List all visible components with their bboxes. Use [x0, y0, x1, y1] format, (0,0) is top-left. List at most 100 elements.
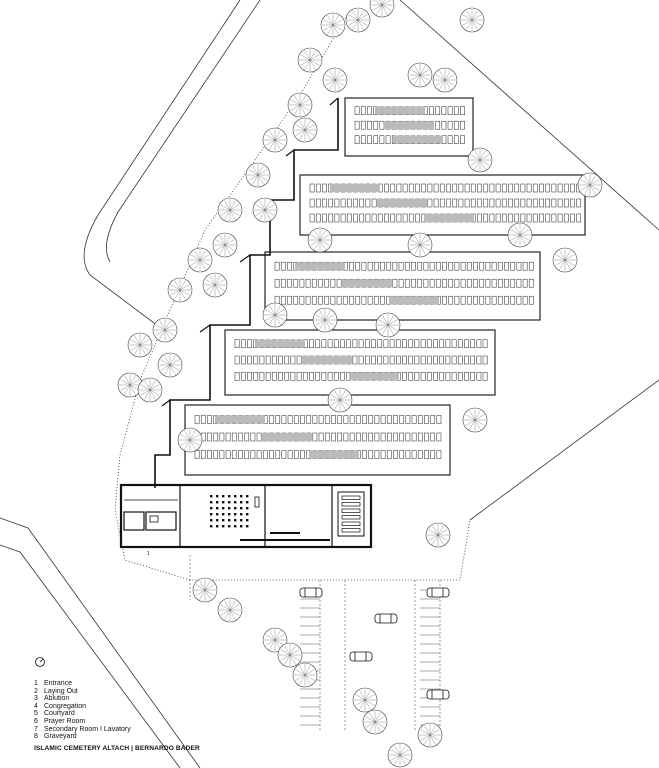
grave-plot [390, 213, 396, 223]
grave-plot [532, 213, 538, 223]
grave-plot [570, 183, 575, 193]
grave-plot [516, 295, 522, 305]
grave-plot [342, 295, 348, 305]
tree-branch [376, 4, 383, 15]
grave-plot [333, 339, 339, 348]
tree-branch [432, 525, 439, 536]
grave-plot [522, 295, 528, 305]
grave-plot [402, 355, 407, 365]
building-plan [119, 483, 373, 549]
grave-plot [238, 450, 243, 459]
tree-branch [466, 10, 473, 21]
tree-branch [190, 259, 201, 266]
grave-plot [489, 198, 495, 208]
tree-branch [304, 124, 315, 131]
grave-plot [408, 355, 414, 365]
tree-branch [332, 19, 343, 26]
tree-branch [334, 74, 345, 81]
seat [222, 525, 225, 528]
grave-plot [485, 278, 491, 288]
grave-plot [424, 450, 429, 459]
tree-branch [462, 19, 473, 26]
tree-branch [155, 329, 166, 336]
grave-plot [464, 339, 469, 348]
grave-plot [448, 295, 454, 305]
grave-plot [390, 183, 396, 193]
grave-plot [265, 372, 271, 381]
tree-branch [199, 259, 206, 270]
grave-plot [259, 372, 265, 381]
grave-plot [305, 295, 311, 305]
grave-plot [398, 278, 404, 288]
tree-branch [180, 434, 191, 441]
tree-branch [215, 244, 226, 251]
tree-branch [274, 130, 281, 141]
tree-branch [130, 339, 141, 346]
grave-plot [451, 372, 457, 381]
tree-branch [424, 725, 431, 736]
grave-plot [334, 198, 340, 208]
grave-plot [514, 183, 520, 193]
tree-branch [394, 745, 401, 756]
grave-plot [510, 261, 516, 271]
tree-branch [462, 14, 473, 21]
grave-plot [508, 213, 513, 223]
grave-plot [360, 120, 366, 130]
grave-plot [421, 183, 427, 193]
grave-plot [386, 432, 392, 442]
seat [228, 513, 231, 516]
grave-plot [411, 432, 417, 442]
grave-plot [290, 355, 296, 365]
tree-branch [444, 74, 455, 81]
tree-branch [224, 244, 235, 251]
tree-branch [199, 589, 206, 600]
seat [228, 525, 231, 528]
grave-plot [429, 106, 434, 115]
tree-branch [299, 674, 306, 685]
tree-branch [274, 139, 285, 146]
tree-branch [319, 310, 326, 321]
tree-branch [510, 234, 521, 241]
tree-branch [289, 654, 296, 665]
tree-branch [189, 434, 200, 441]
tree-branch [369, 721, 376, 732]
grave-plot [328, 198, 334, 208]
grave-plot [207, 450, 212, 459]
grave-plot [405, 415, 411, 424]
grave-plot [395, 355, 401, 365]
tree-branch [429, 725, 436, 736]
tree-branch [352, 10, 359, 21]
grave-plot [396, 213, 402, 223]
tree-branch [355, 699, 366, 706]
grave-plot [296, 355, 302, 365]
grave-plot [364, 339, 370, 348]
tree-branch [220, 609, 231, 616]
grave-plot [373, 295, 379, 305]
grave-plot [398, 261, 404, 271]
tree-branch [435, 79, 446, 86]
tree-branch [325, 74, 336, 81]
grave-plot [464, 183, 470, 193]
tree-branch [444, 70, 451, 81]
grave-plot [464, 372, 469, 381]
tree-branch [357, 19, 364, 30]
grave-plot [244, 450, 250, 459]
tree-branch [319, 239, 330, 246]
tree-branch [410, 74, 421, 81]
tree-branch [374, 721, 385, 728]
tree-branch [224, 200, 231, 211]
grave-plot [454, 278, 460, 288]
tree-branch [205, 284, 216, 291]
grave-plot [445, 355, 451, 365]
grave-plot [284, 355, 290, 365]
tree-branch [160, 364, 171, 371]
grave-plot [436, 432, 442, 442]
grave-plot [405, 450, 411, 459]
grave-plot [368, 450, 374, 459]
tree-branch [414, 74, 421, 85]
grave-plot [321, 339, 327, 348]
grave-plot [448, 261, 454, 271]
grave-plot [379, 120, 385, 130]
tree-branch [327, 15, 334, 26]
tree-branch [564, 250, 571, 261]
